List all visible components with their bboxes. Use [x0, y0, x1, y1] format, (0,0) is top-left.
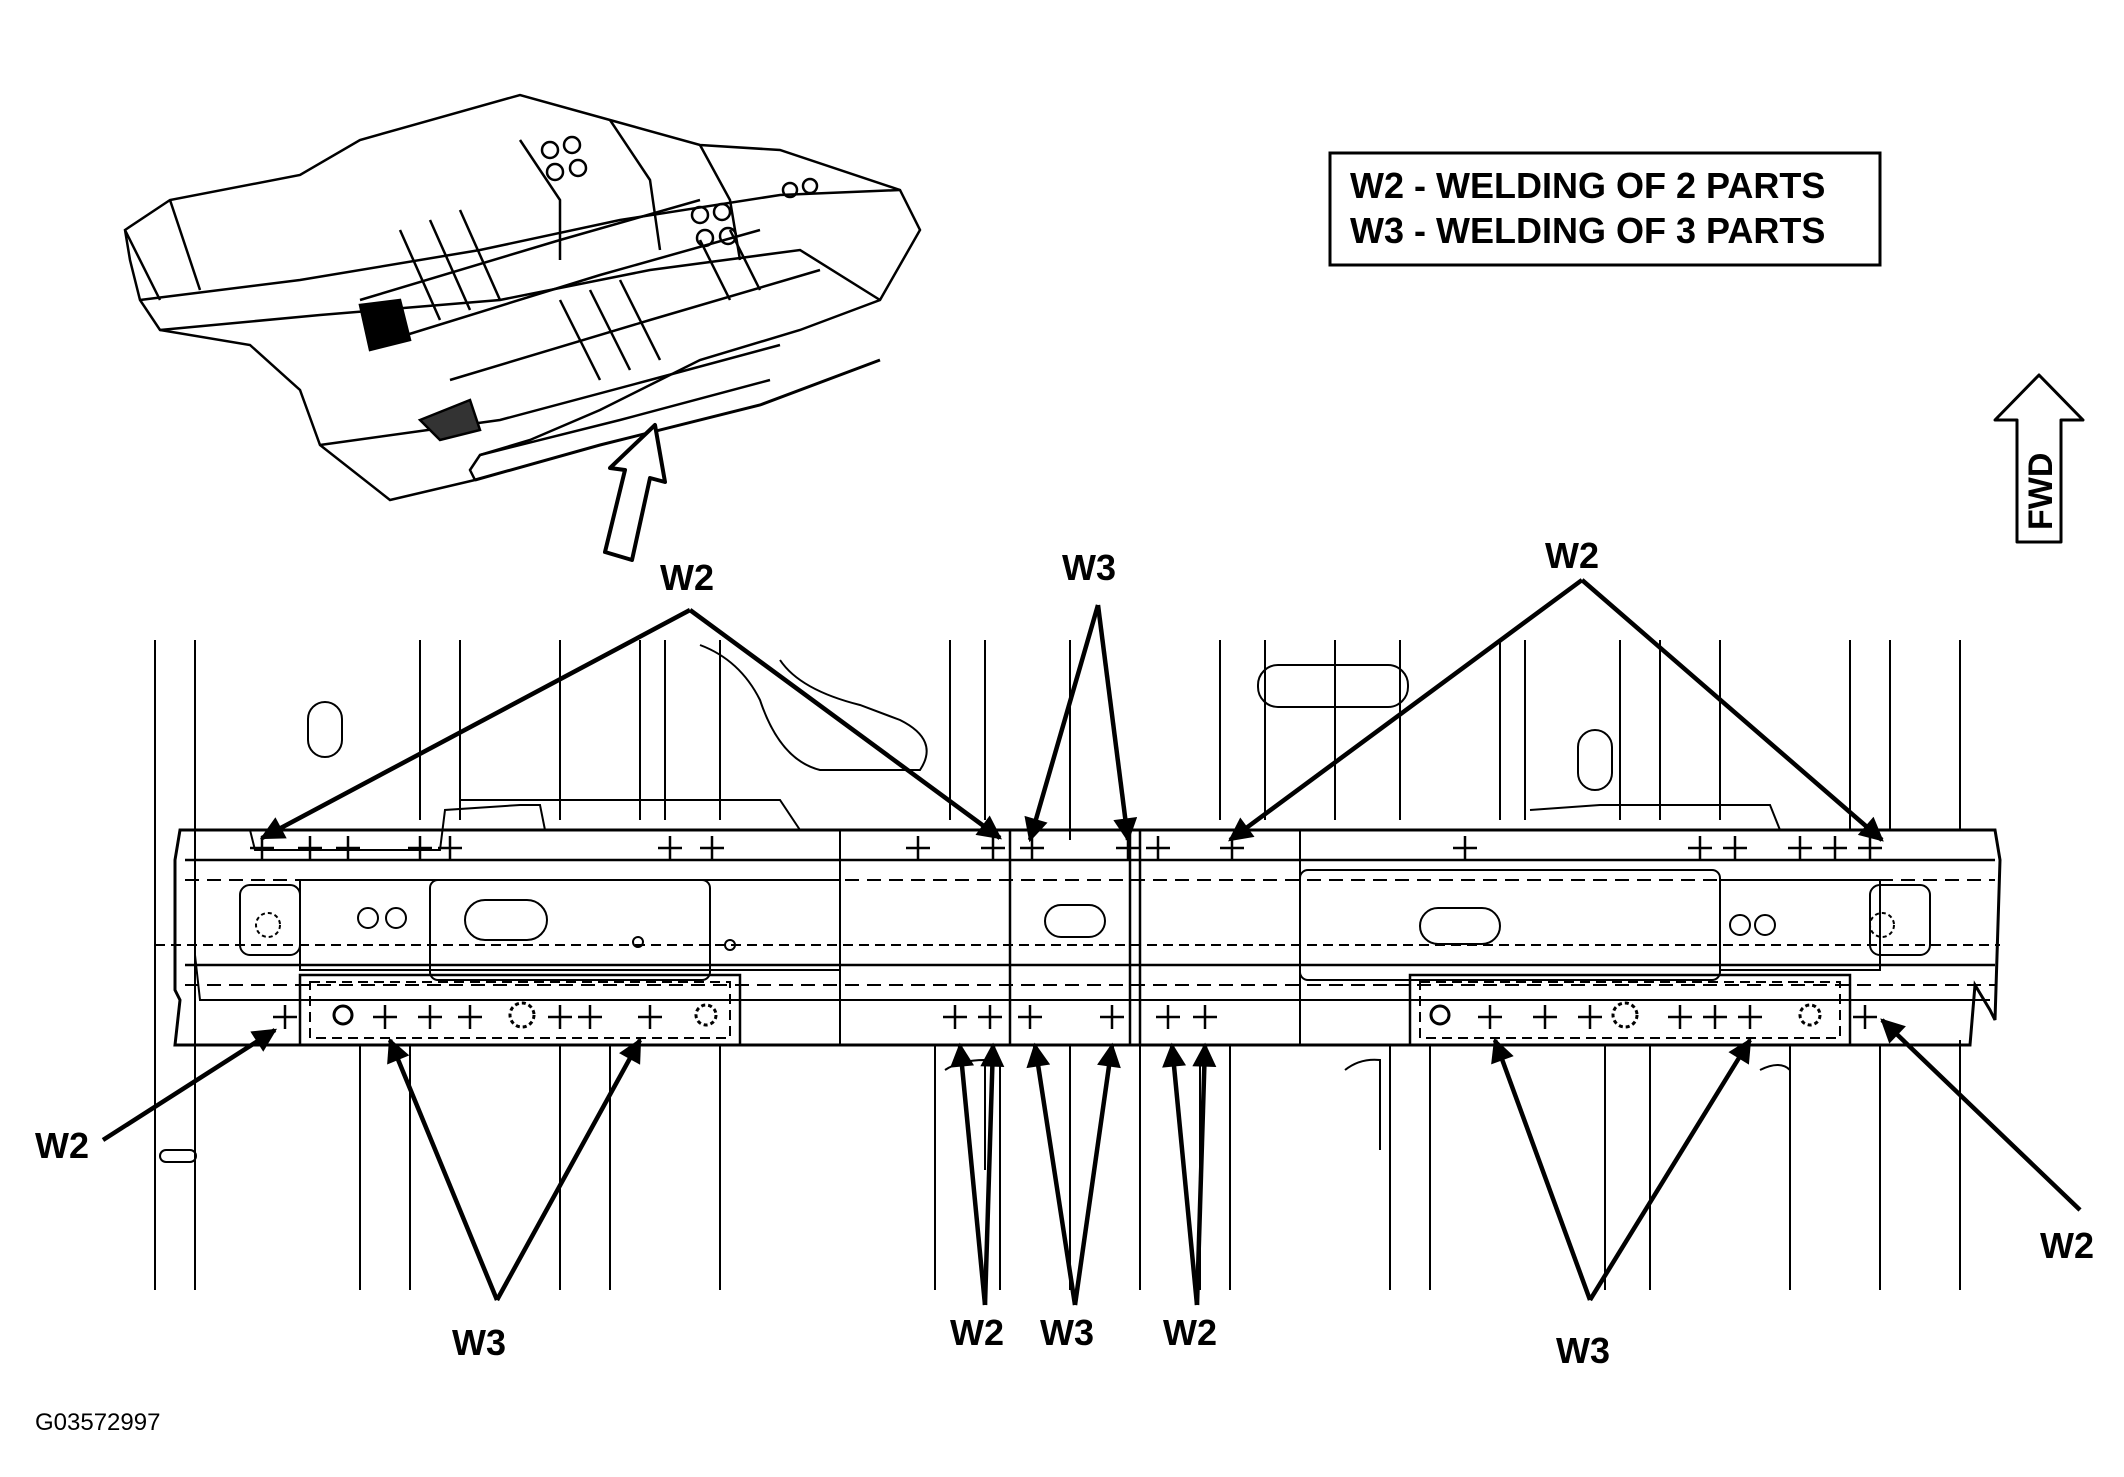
weld-mark: [978, 1005, 1002, 1029]
legend-line-w3: W3 - WELDING OF 3 PARTS: [1350, 210, 1825, 251]
weld-mark: [1823, 836, 1847, 860]
weld-mark: [1668, 1005, 1692, 1029]
legend-box: W2 - WELDING OF 2 PARTS W3 - WELDING OF …: [1328, 151, 1882, 267]
floor-pan-isometric: [123, 93, 922, 502]
callout-w2-left: W2: [35, 1125, 89, 1166]
weld-mark: [1788, 836, 1812, 860]
weld-mark: [298, 836, 322, 860]
weld-mark: [1156, 1005, 1180, 1029]
legend-line-w2: W2 - WELDING OF 2 PARTS: [1350, 165, 1825, 206]
weld-mark: [1100, 1005, 1124, 1029]
weld-mark: [418, 1005, 442, 1029]
callout-w2-top-left: W2: [660, 557, 714, 598]
weld-mark: [1688, 836, 1712, 860]
weld-mark: [273, 1005, 297, 1029]
weld-mark: [1738, 1005, 1762, 1029]
view-arrow: [603, 423, 667, 562]
callout-w2-top-right: W2: [1545, 535, 1599, 576]
weld-mark: [1853, 1005, 1877, 1029]
callout-w3-bottom-left: W3: [452, 1322, 506, 1363]
weld-mark: [658, 836, 682, 860]
weld-mark: [1453, 836, 1477, 860]
weld-mark: [578, 1005, 602, 1029]
figure-id: G03572997: [35, 1409, 160, 1436]
weld-mark: [458, 1005, 482, 1029]
weld-mark: [336, 836, 360, 860]
callout-w2-bottom-center-right: W2: [1163, 1312, 1217, 1353]
rocker-panel-view: [154, 640, 2002, 1290]
weld-mark: [1146, 836, 1170, 860]
callout-w3-bottom-center: W3: [1040, 1312, 1094, 1353]
fwd-label: FWD: [2022, 453, 2060, 530]
weld-mark: [638, 1005, 662, 1029]
weld-mark: [943, 1005, 967, 1029]
callout-arrows: [101, 578, 2082, 1306]
callout-labels: W2 W3 W2 W2 W3 W2 W3 W2 W3 W2: [35, 535, 2094, 1371]
weld-marks: [250, 836, 1882, 1029]
weld-mark: [1193, 1005, 1217, 1029]
weld-mark: [548, 1005, 572, 1029]
weld-mark: [1478, 1005, 1502, 1029]
fwd-arrow: FWD: [1993, 373, 2085, 544]
weld-mark: [1018, 1005, 1042, 1029]
callout-w3-bottom-right: W3: [1556, 1330, 1610, 1371]
weld-mark: [1723, 836, 1747, 860]
weld-mark: [981, 836, 1005, 860]
weld-mark: [906, 836, 930, 860]
callout-w3-top: W3: [1062, 547, 1116, 588]
callout-w2-bottom-center-left: W2: [950, 1312, 1004, 1353]
weld-mark: [250, 836, 274, 860]
weld-mark: [373, 1005, 397, 1029]
callout-w2-right: W2: [2040, 1225, 2094, 1266]
weld-mark: [438, 836, 462, 860]
weld-mark: [700, 836, 724, 860]
weld-mark: [408, 836, 432, 860]
weld-mark: [1578, 1005, 1602, 1029]
weld-mark: [1703, 1005, 1727, 1029]
weld-mark: [1533, 1005, 1557, 1029]
